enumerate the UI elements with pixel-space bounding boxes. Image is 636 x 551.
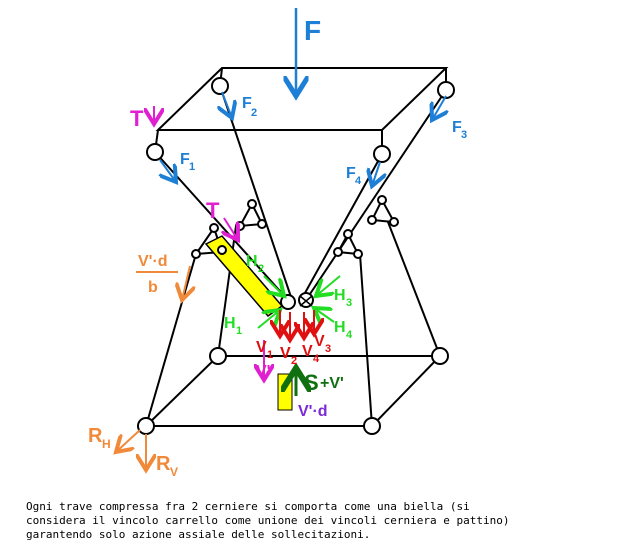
label-V2-sub: 2 xyxy=(291,355,297,367)
bar-4 xyxy=(299,153,383,303)
label-V1: V xyxy=(256,339,267,356)
label-Vd-numerator: V'·d xyxy=(138,253,168,270)
label-F1: F xyxy=(180,151,190,168)
label-Vd-denominator: b xyxy=(148,279,158,296)
label-V2: V xyxy=(280,345,291,362)
arrow-H3 xyxy=(316,275,341,296)
label-V1-sub: 1 xyxy=(267,349,273,361)
label-F: F xyxy=(304,15,321,46)
label-RV-sub: V xyxy=(170,465,178,479)
label-H2-sub: 2 xyxy=(258,263,264,275)
label-H2: H xyxy=(246,253,258,270)
label-S: S xyxy=(304,370,319,395)
label-F2-sub: 2 xyxy=(251,107,257,119)
arrow-H2 xyxy=(263,275,284,296)
yellow-piece xyxy=(277,373,293,411)
arrow-Vd-b xyxy=(182,265,190,300)
explanation-note: Ogni trave compressa fra 2 cerniere si c… xyxy=(26,500,510,541)
label-F1-sub: 1 xyxy=(189,161,195,173)
arrow-F2 xyxy=(222,91,232,118)
label-F3-sub: 3 xyxy=(461,129,467,141)
label-F3: F xyxy=(452,119,462,136)
arrow-RH xyxy=(116,429,141,452)
leg-front-right xyxy=(359,253,373,427)
label-V4-sub: 4 xyxy=(313,353,320,365)
label-F2: F xyxy=(242,95,252,112)
label-Vprime: V' xyxy=(256,363,270,380)
label-RH-sub: H xyxy=(102,437,111,451)
label-Vd: V'·d xyxy=(298,403,328,420)
bar-2 xyxy=(219,85,293,301)
bar-3 xyxy=(305,89,447,301)
leg-back-right xyxy=(387,221,441,357)
top-platform xyxy=(155,67,449,131)
leg-back-left xyxy=(217,225,237,357)
label-H1: H xyxy=(224,315,236,332)
label-F4-sub: 4 xyxy=(355,175,362,187)
arrow-H1 xyxy=(257,310,280,329)
label-H1-sub: 1 xyxy=(236,325,242,337)
arrow-F4 xyxy=(372,161,380,186)
label-S-rest: +V' xyxy=(320,375,344,392)
label-T-top: T xyxy=(130,106,144,131)
yellow-member xyxy=(204,235,284,318)
arrow-T-mid xyxy=(224,217,238,240)
label-H4-sub: 4 xyxy=(346,329,353,341)
label-H4: H xyxy=(334,319,346,336)
arrow-H4 xyxy=(314,308,335,322)
label-H3-sub: 3 xyxy=(346,297,352,309)
label-V3-sub: 3 xyxy=(325,343,331,355)
label-RH: R xyxy=(88,425,103,447)
label-RV: R xyxy=(156,453,171,475)
label-V3: V xyxy=(314,333,325,350)
label-H3: H xyxy=(334,287,346,304)
arrow-F3 xyxy=(432,95,446,120)
label-V4: V xyxy=(302,343,313,360)
label-F4: F xyxy=(346,165,356,182)
label-T-mid: T xyxy=(206,198,220,223)
arrow-F1 xyxy=(160,159,176,182)
